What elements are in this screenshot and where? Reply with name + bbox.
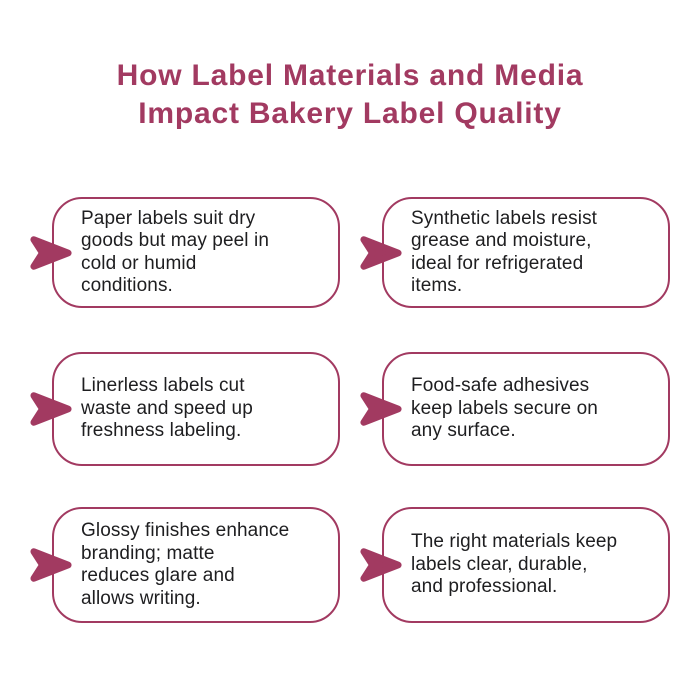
info-card-glossy-matte-finish: Glossy finishes enhance branding; matte … [30, 507, 340, 623]
right-arrowhead-icon [359, 389, 403, 429]
info-card-text: Glossy finishes enhance branding; matte … [81, 520, 290, 609]
info-card-text: Paper labels suit dry goods but may peel… [81, 207, 269, 297]
info-card-text: Synthetic labels resist grease and moist… [411, 207, 598, 297]
right-arrowhead-icon [359, 233, 403, 273]
info-card-food-safe-adhesives: Food-safe adhesives keep labels secure o… [360, 352, 670, 466]
info-card-paper-labels: Paper labels suit dry goods but may peel… [30, 197, 340, 308]
info-card-right-materials: The right materials keep labels clear, d… [360, 507, 670, 623]
info-card-synthetic-labels: Synthetic labels resist grease and moist… [360, 197, 670, 308]
info-card-text: The right materials keep labels clear, d… [411, 531, 618, 598]
info-card-linerless-labels: Linerless labels cut waste and speed up … [30, 352, 340, 466]
right-arrowhead-icon [29, 389, 73, 429]
right-arrowhead-icon [29, 233, 73, 273]
right-arrowhead-icon [359, 545, 403, 585]
page-title: How Label Materials and Media Impact Bak… [116, 59, 584, 130]
info-card-text: Linerless labels cut waste and speed up … [81, 375, 253, 442]
right-arrowhead-icon [29, 545, 73, 585]
info-card-text: Food-safe adhesives keep labels secure o… [411, 375, 598, 442]
